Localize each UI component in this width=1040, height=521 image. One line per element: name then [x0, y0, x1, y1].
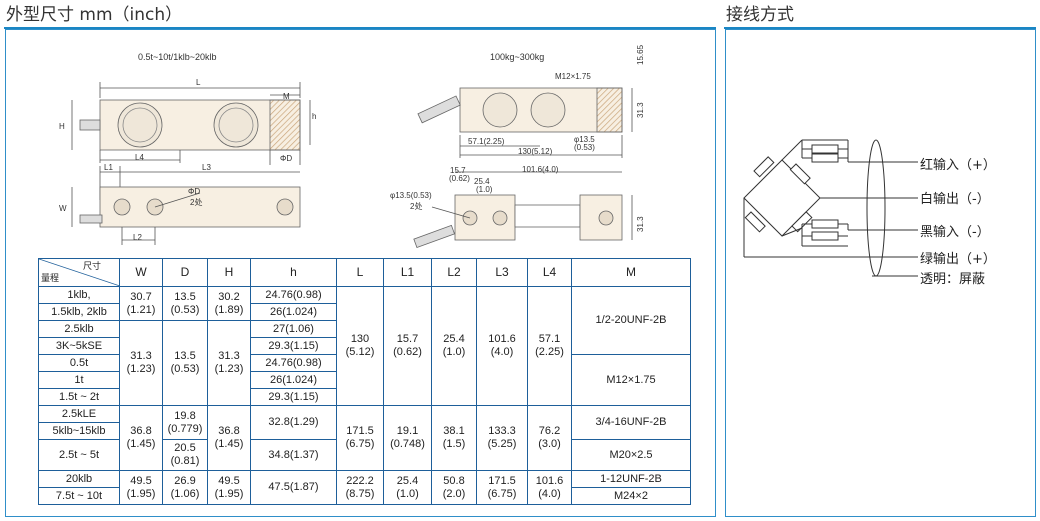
left-side-view: [71, 82, 311, 165]
table-row: 1.5klb, 2klb 26(1.024): [38, 303, 691, 321]
cell: M20×2.5: [571, 439, 691, 471]
dim-label: h: [312, 112, 317, 121]
cell: 19.8(0.779): [162, 405, 208, 440]
cell: 222.2(8.75): [336, 470, 384, 505]
dim-label: 101.6(4.0): [522, 165, 559, 174]
cell: 19.1(0.748): [383, 405, 432, 471]
table-row: 2.5kLE 36.8(1.45) 19.8(0.779) 36.8(1.45)…: [38, 405, 691, 471]
dim-label: L3: [202, 163, 211, 172]
cell: M24×2: [571, 487, 691, 505]
shield-label: 透明：屏蔽: [920, 272, 986, 287]
cell: 76.2(3.0): [527, 405, 572, 471]
cell: 25.4(1.0): [383, 470, 432, 505]
dim-label: 2处: [190, 198, 203, 207]
cell: 38.1(1.5): [431, 405, 477, 471]
right-side-view: [417, 87, 633, 158]
range-cell: 2.5t ~ 5t: [38, 439, 120, 471]
dim-label: M: [283, 92, 290, 101]
cell: 171.5(6.75): [336, 405, 384, 471]
dim-label: (0.62): [449, 174, 470, 183]
table-row: 1klb, 30.7(1.21) 13.5(0.53) 30.2(1.89) 2…: [38, 286, 691, 406]
dim-label: 15.7: [450, 166, 466, 175]
black-input-label: 黑输入（-）: [920, 225, 990, 240]
title-underline: [724, 27, 1036, 29]
left-top-view: [71, 166, 301, 245]
corner-bottom: 量程: [41, 273, 60, 283]
spec-table: 尺寸 量程 W D H h L L1 L2 L3 L4 M 1klb, 30.7…: [38, 258, 691, 505]
dim-label: ΦD: [188, 187, 201, 196]
dim-label: 57.1(2.25): [468, 137, 505, 146]
dim-label: L1: [104, 163, 113, 172]
cell: 57.1(2.25): [527, 286, 572, 406]
col-header: L4: [527, 258, 572, 287]
green-output-label: 绿输出（+）: [920, 252, 996, 267]
cell: 24.76(0.98): [250, 286, 337, 304]
table-row: 1t 26(1.024): [38, 371, 691, 389]
right-top-view: [413, 171, 633, 249]
cell: 20.5(0.81): [162, 439, 208, 471]
table-row: 1.5t ~ 2t 29.3(1.15): [38, 388, 691, 406]
dim-label: (0.53): [574, 143, 595, 152]
cell: 31.3(1.23): [207, 320, 251, 406]
range-cell: 1.5klb, 2klb: [38, 303, 120, 321]
cell: 26(1.024): [250, 371, 337, 389]
table-row: 2.5klb 31.3(1.23) 13.5(0.53) 31.3(1.23) …: [38, 320, 691, 406]
wiring-panel: [725, 29, 1036, 517]
dim-label: φ13.5: [574, 135, 595, 144]
dim-label: φ13.5(0.53): [390, 191, 432, 200]
table-header-row: 尺寸 量程 W D H h L L1 L2 L3 L4 M: [38, 258, 691, 287]
cell: 15.7(0.62): [383, 286, 432, 406]
cell: 133.3(5.25): [476, 405, 528, 471]
cell: 47.5(1.87): [250, 470, 337, 505]
cell: 13.5(0.53): [162, 286, 208, 321]
table-row: 5klb~15klb: [38, 422, 691, 440]
cell: 30.2(1.89): [207, 286, 251, 321]
cell: 101.6(4.0): [476, 286, 528, 406]
range-cell: 1.5t ~ 2t: [38, 388, 120, 406]
cell: 1/2-20UNF-2B: [571, 286, 691, 355]
dim-label: (1.0): [476, 185, 493, 194]
range-cell: 7.5t ~ 10t: [38, 487, 120, 505]
title-underline: [4, 27, 716, 29]
cell: 34.8(1.37): [250, 439, 337, 471]
cell: 13.5(0.53): [162, 320, 208, 406]
dim-label: L: [196, 78, 201, 87]
cell: 49.5(1.95): [207, 470, 251, 505]
dim-label: 130(5.12): [518, 147, 553, 156]
white-output-label: 白输出（-）: [920, 192, 990, 207]
left-drawing-caption: 0.5t~10t/1klb~20klb: [138, 52, 217, 62]
range-cell: 1klb,: [38, 286, 120, 304]
dimensions-title: 外型尺寸 mm（inch）: [6, 5, 183, 25]
dim-label: L4: [135, 153, 144, 162]
dim-label: W: [59, 204, 67, 213]
corner-cell: 尺寸 量程: [38, 258, 120, 287]
dim-label: M12×1.75: [555, 72, 591, 81]
cell: 3/4-16UNF-2B: [571, 405, 691, 440]
dim-label: H: [59, 122, 65, 131]
wiring-title: 接线方式: [726, 5, 794, 25]
range-cell: 20klb: [38, 470, 120, 488]
cell: 26.9(1.06): [162, 470, 208, 505]
range-cell: 5klb~15klb: [38, 422, 120, 440]
cell: 50.8(2.0): [431, 470, 477, 505]
corner-top: 尺寸: [82, 261, 101, 271]
dim-label: ΦD: [280, 154, 293, 163]
dim-label: 2处: [410, 202, 423, 211]
cell: 31.3(1.23): [119, 320, 163, 406]
cell: 49.5(1.95): [119, 470, 163, 505]
right-drawing-caption: 100kg~300kg: [490, 52, 545, 62]
cell: 101.6(4.0): [527, 470, 572, 505]
cell: 26(1.024): [250, 303, 337, 321]
table-row: 7.5t ~ 10t M24×2: [38, 487, 691, 505]
dim-label: 25.4: [474, 177, 490, 186]
cell: 32.8(1.29): [250, 405, 337, 440]
diagonal: [39, 259, 120, 286]
red-input-label: 红输入（+）: [920, 158, 996, 173]
cell: 29.3(1.15): [250, 388, 337, 406]
range-cell: 0.5t: [38, 354, 120, 372]
dim-label: L2: [133, 233, 142, 242]
range-cell: 2.5kLE: [38, 405, 120, 423]
